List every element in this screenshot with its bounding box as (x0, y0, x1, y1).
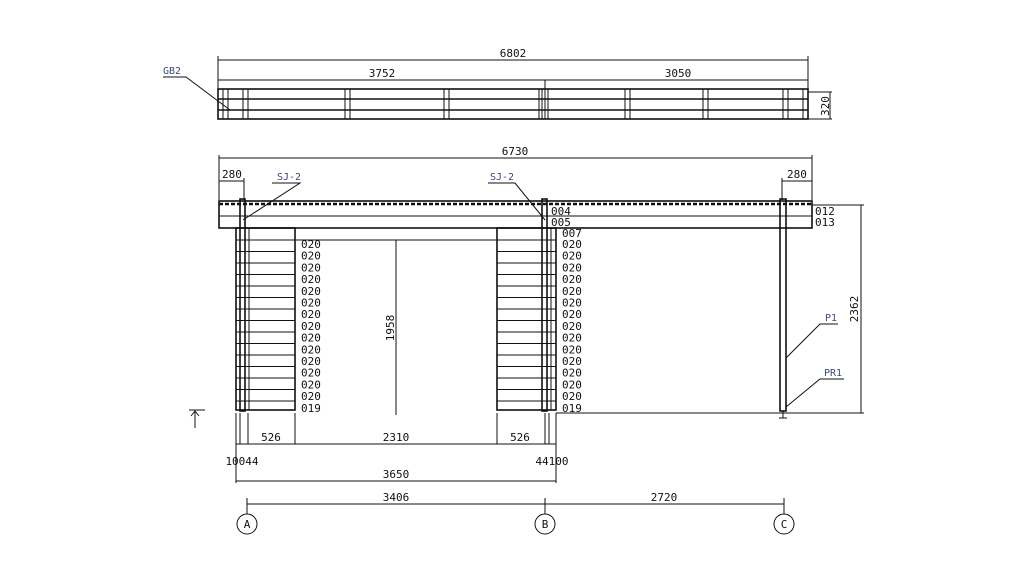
plan-post (242, 88, 249, 120)
section-arrow-icon (189, 409, 205, 428)
left-log-label: 020 (301, 238, 321, 251)
plan-post (344, 88, 351, 120)
middle-top-label: 004 (551, 205, 571, 218)
plan-post (702, 88, 709, 120)
beam-label-013: 013 (815, 216, 835, 229)
dim-opening-height: 1958 (384, 315, 397, 342)
svg-text:C: C (781, 518, 788, 531)
left-log-label: 020 (301, 273, 321, 286)
plan-dim-left: 3752 (369, 67, 396, 80)
right-log-label: 020 (562, 343, 582, 356)
dim-right-offsets: 44100 (535, 455, 568, 468)
dim-axis-bc: 2720 (651, 491, 678, 504)
elevation-view: 6730 280 280 012 013 1958 2362 P1 PR1 SJ… (218, 145, 864, 419)
right-log-label: 020 (562, 285, 582, 298)
elev-dim-overhang-right: 280 (787, 168, 807, 181)
plan-post (443, 88, 450, 120)
dim-total-height: 2362 (848, 296, 861, 323)
plan-post (222, 88, 229, 120)
elev-dim-total: 6730 (502, 145, 529, 158)
plan-dim-height: 320 (819, 96, 832, 116)
left-log-label: 020 (301, 261, 321, 274)
tag-sj2-middle: SJ-2 (490, 172, 514, 183)
left-log-label: 020 (301, 285, 321, 298)
svg-text:A: A (244, 518, 251, 531)
dim-opening: 2310 (383, 431, 410, 444)
dim-right-wall: 526 (510, 431, 530, 444)
left-log-label: 020 (301, 343, 321, 356)
axis-marker-c: C (773, 513, 795, 535)
plan-post (782, 88, 789, 120)
dim-axis-ab: 3406 (383, 491, 410, 504)
right-log-label: 020 (562, 297, 582, 310)
left-log-label: 020 (301, 320, 321, 333)
left-log-label: 020 (301, 355, 321, 368)
plan-dim-total: 6802 (500, 47, 527, 60)
tag-sj2-left: SJ-2 (277, 172, 301, 183)
left-log-label: 020 (301, 297, 321, 310)
right-log-label: 020 (562, 308, 582, 321)
beam-label-012: 012 (815, 205, 835, 218)
middle-top-label: 007 (562, 227, 582, 240)
right-log-label: 019 (562, 402, 582, 415)
left-log-label: 020 (301, 367, 321, 380)
tag-p1: P1 (825, 313, 837, 324)
axis-marker-b: B (534, 513, 556, 535)
left-log-label: 020 (301, 250, 321, 263)
plan-post (624, 88, 631, 120)
left-log-label: 020 (301, 332, 321, 345)
dim-left-offsets: 10044 (225, 455, 258, 468)
right-log-label: 020 (562, 332, 582, 345)
right-log-label: 020 (562, 378, 582, 391)
plan-view: 6802 3752 3050 320 GB2 (163, 47, 832, 120)
bottom-dimensions: 526 2310 526 10044 44100 3650 3406 2720 … (189, 409, 795, 535)
right-log-label: 020 (562, 367, 582, 380)
dim-overall: 3650 (383, 468, 410, 481)
right-log-label: 020 (562, 273, 582, 286)
elev-dim-overhang-left: 280 (222, 168, 242, 181)
plan-post (544, 88, 549, 120)
left-log-label: 020 (301, 308, 321, 321)
right-log-label: 020 (562, 238, 582, 251)
right-log-label: 020 (562, 390, 582, 403)
svg-text:B: B (542, 518, 549, 531)
right-log-label: 020 (562, 320, 582, 333)
left-log-label: 019 (301, 402, 321, 415)
right-log-label: 020 (562, 261, 582, 274)
middle-wall (496, 198, 557, 412)
middle-top-label: 005 (551, 216, 571, 229)
tag-pr1: PR1 (824, 368, 842, 379)
plan-tag-gb2: GB2 (163, 66, 181, 77)
left-wall (235, 198, 296, 412)
right-log-label: 020 (562, 355, 582, 368)
left-log-label: 020 (301, 378, 321, 391)
plan-dim-right: 3050 (665, 67, 692, 80)
dim-left-wall: 526 (261, 431, 281, 444)
left-log-label: 020 (301, 390, 321, 403)
axis-marker-a: A (236, 513, 258, 535)
plan-post (802, 88, 809, 120)
right-log-label: 020 (562, 250, 582, 263)
